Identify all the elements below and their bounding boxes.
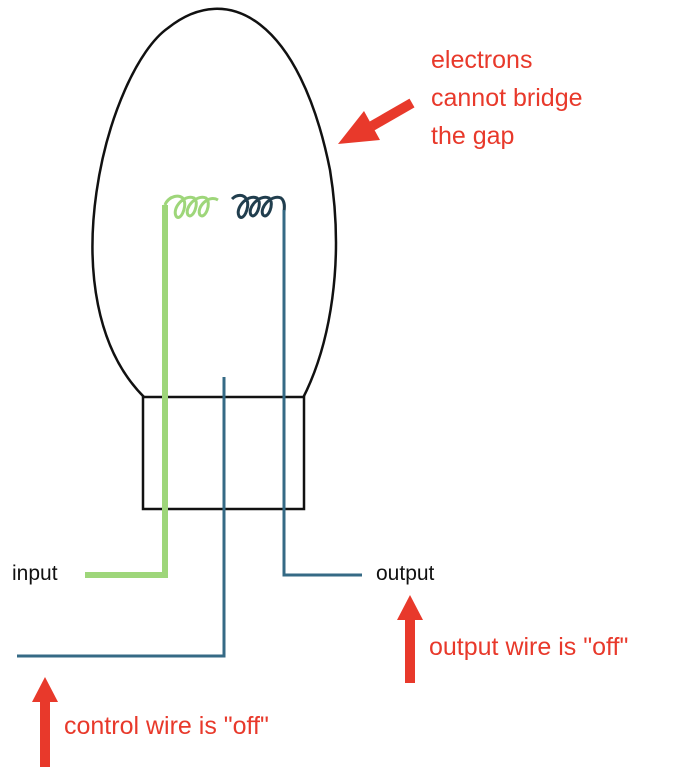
- output-label: output: [376, 562, 435, 585]
- gap-note-line-2: cannot bridge: [431, 84, 583, 112]
- gap-note-line-3: the gap: [431, 122, 515, 150]
- input-wire: [85, 205, 168, 578]
- gap-arrow: [338, 98, 415, 144]
- control-arrow: [32, 677, 58, 767]
- control-wire: [17, 377, 226, 658]
- output-arrow: [397, 595, 423, 683]
- output-wire: [282, 210, 362, 577]
- control-note: control wire is "off": [64, 712, 269, 740]
- gap-note-line-1: electrons: [431, 46, 533, 74]
- bulb-glass: [91, 7, 338, 399]
- output-note: output wire is "off": [429, 633, 629, 661]
- output-filament-coil: [230, 193, 286, 219]
- input-label: input: [12, 562, 58, 585]
- input-filament-coil: [163, 194, 219, 219]
